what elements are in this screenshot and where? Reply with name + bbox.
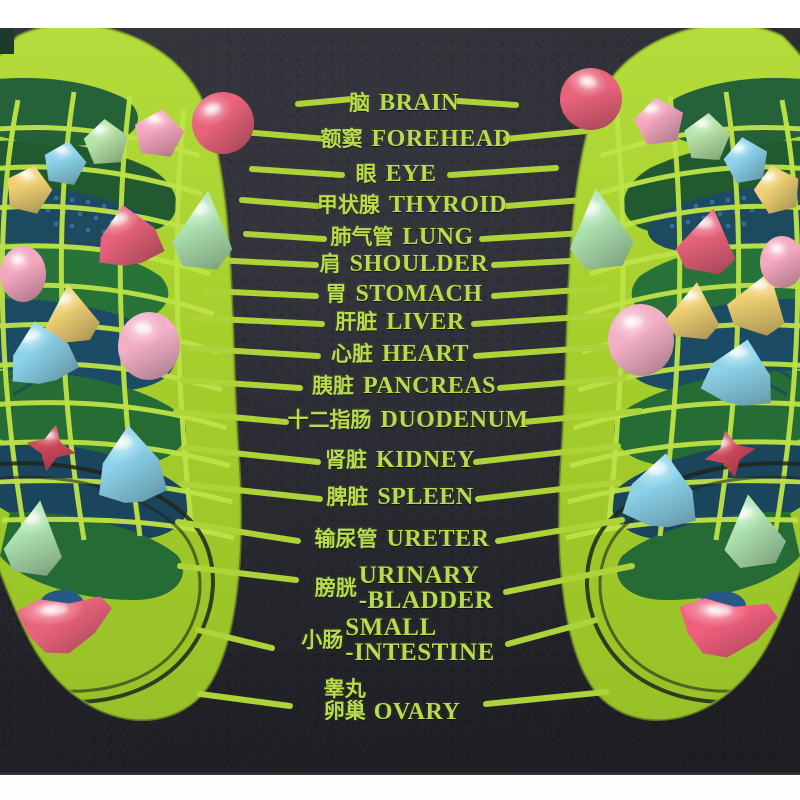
massage-stone	[760, 236, 800, 288]
leader-line-left-2	[249, 166, 345, 178]
leader-line-right-9	[497, 375, 627, 391]
organ-label-kidney: 肾脏 KIDNEY	[325, 448, 475, 472]
organ-label-liver: 肝脏 LIVER	[335, 310, 465, 334]
massage-stone-body	[760, 236, 800, 288]
organ-label-chinese: 肩	[319, 251, 341, 276]
organ-label-chinese: 甲状腺	[316, 192, 380, 217]
organ-label-chinese: 脾脏	[326, 484, 369, 509]
organ-label-chinese: 额窦	[320, 126, 363, 151]
massage-stone-highlight	[772, 244, 784, 253]
leader-line-left-11	[183, 445, 321, 465]
leader-line-left-12	[179, 481, 323, 502]
organ-label-english: LUNG	[402, 224, 474, 250]
organ-label-chinese: 肝脏	[335, 309, 378, 334]
organ-label-english: LIVER	[386, 309, 465, 335]
leader-line-right-10	[521, 408, 643, 425]
organ-label-chinese: 心脏	[330, 341, 373, 366]
organ-label-english: OVARY	[373, 699, 461, 725]
organ-label-english: PANCREAS	[363, 373, 496, 399]
organ-label-chinese: 十二指肠	[287, 407, 372, 432]
organ-label-chinese: 肺气管	[330, 224, 394, 249]
photo-bottom-border	[0, 775, 800, 800]
organ-label-english: URETER	[386, 526, 490, 552]
leader-line-left-15	[195, 627, 275, 651]
leader-line-right-7	[471, 312, 615, 327]
leader-line-right-14	[503, 563, 635, 595]
leader-line-right-0	[455, 98, 519, 108]
organ-label-heart: 心脏 HEART	[331, 342, 469, 366]
leader-line-left-7	[193, 315, 325, 327]
organ-label-english: HEART	[381, 341, 470, 367]
leader-line-left-14	[177, 563, 299, 583]
organ-label-spleen: 脾脏 SPLEEN	[326, 485, 473, 509]
organ-label-brain: 脑 BRAIN	[349, 91, 459, 115]
organ-label-chinese: 睾丸卵巢	[323, 676, 366, 723]
massage-stone	[0, 246, 46, 302]
organ-label-chinese: 膀胱	[314, 575, 357, 600]
leader-line-right-15	[505, 617, 599, 647]
leader-line-right-13	[495, 517, 625, 544]
leader-line-left-3	[239, 197, 321, 209]
organ-label-chinese: 脑	[349, 90, 371, 115]
organ-label-english: BRAIN	[379, 90, 459, 116]
organ-label-english: DUODENUM	[380, 407, 529, 433]
organ-label-english: URINARY-BLADDER	[358, 562, 494, 614]
leader-line-left-9	[179, 377, 303, 391]
organ-label-forehead: 额窦 FOREHEAD	[320, 127, 511, 151]
leader-line-left-4	[243, 231, 327, 242]
massage-stone-highlight	[12, 254, 25, 264]
organ-label-english: SHOULDER	[349, 251, 489, 277]
organ-label-stomach: 胃 STOMACH	[325, 282, 482, 306]
mat-bottom-shadow	[0, 771, 800, 776]
organ-label-english: KIDNEY	[375, 447, 476, 473]
massage-stone-body	[0, 246, 46, 302]
leader-line-left-0	[295, 96, 355, 107]
leader-line-right-1	[503, 128, 589, 142]
organ-label-chinese: 小肠	[301, 627, 344, 652]
organ-label-english: SMALL-INTESTINE	[345, 614, 495, 666]
leader-line-right-2	[447, 165, 559, 178]
organ-label-english: THYROID	[388, 192, 508, 218]
organ-label-shoulder: 肩 SHOULDER	[320, 252, 489, 276]
organ-label-duodenum: 十二指肠 DUODENUM	[288, 408, 529, 432]
leader-line-right-11	[473, 443, 621, 465]
organ-label-eye: 眼 EYE	[356, 162, 437, 186]
organ-label-chinese: 胰脏	[312, 373, 355, 398]
leader-line-left-8	[185, 345, 321, 359]
leader-line-right-8	[473, 343, 619, 359]
organ-label-chinese: 胃	[325, 281, 347, 306]
organ-label-chinese: 肾脏	[324, 447, 367, 472]
leader-line-right-12	[475, 479, 623, 502]
organ-label-english: STOMACH	[355, 281, 483, 307]
organ-label-pancreas: 胰脏 PANCREAS	[312, 374, 496, 398]
photo-top-border	[0, 0, 800, 28]
mat-corner-sliver	[0, 28, 14, 54]
organ-label-english: FOREHEAD	[371, 126, 512, 152]
leader-line-left-5	[211, 257, 319, 268]
organ-label-chinese: 眼	[355, 161, 377, 186]
leader-line-right-16	[483, 689, 609, 707]
leader-line-right-6	[491, 285, 609, 299]
organ-label-lung: 肺气管 LUNG	[330, 225, 473, 249]
leader-line-right-3	[503, 196, 599, 209]
organ-label-ovary: 睾丸卵巢 OVARY	[323, 676, 461, 725]
leader-line-right-4	[479, 230, 587, 242]
leader-lines	[173, 96, 643, 709]
leader-line-left-6	[205, 288, 319, 299]
organ-label-english: SPLEEN	[377, 484, 474, 510]
organ-label-english: EYE	[385, 161, 437, 187]
leader-line-left-16	[197, 691, 293, 709]
organ-label-ureter: 输尿管 URETER	[314, 527, 489, 551]
leader-line-left-13	[175, 519, 301, 544]
leader-line-left-10	[173, 409, 289, 425]
organ-label-chinese: 输尿管	[314, 526, 378, 551]
organ-label-thyroid: 甲状腺 THYROID	[317, 193, 507, 217]
